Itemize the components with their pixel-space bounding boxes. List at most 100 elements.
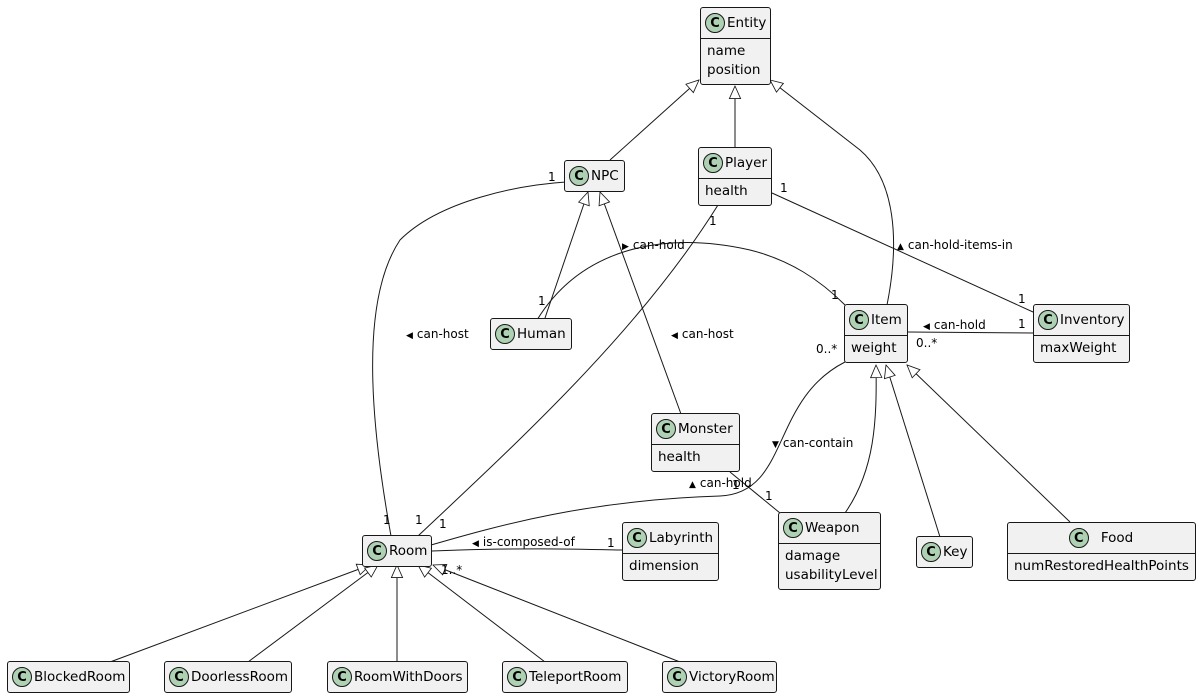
assoc-inventory-item [907, 331, 1034, 334]
assoc-label-labyrinth-room: ◀is-composed-of [472, 535, 575, 549]
class-name: Room [389, 543, 428, 559]
attribute: maxWeight [1040, 340, 1117, 356]
class-icon: C [667, 667, 687, 687]
class-icon: C [495, 324, 515, 344]
assoc-room-player [417, 204, 719, 537]
assoc-room-item [430, 361, 846, 546]
assoc-label-room-player: ◀can-host [671, 327, 734, 341]
mult-player-room: 1 [709, 214, 717, 228]
assoc-player-inventory [771, 192, 1034, 313]
assoc-human-item [536, 242, 846, 321]
mult-room-labyrinth: 1..* [441, 563, 463, 577]
class-name: Weapon [805, 520, 860, 536]
class-icon: C [332, 667, 352, 687]
class-name: Labyrinth [649, 530, 714, 546]
mult-inventory-item: 1 [1018, 317, 1026, 331]
mult-item-human: 1 [831, 288, 839, 302]
direction-arrow-icon: ▶ [622, 242, 629, 252]
class-icon: C [627, 528, 647, 548]
direction-arrow-icon: ▲ [689, 480, 696, 490]
direction-arrow-icon: ▲ [897, 242, 904, 252]
attribute: health [705, 183, 748, 199]
gen-food-item [907, 365, 1071, 523]
gen-weapon-item [844, 365, 876, 514]
direction-arrow-icon: ▼ [772, 440, 779, 450]
class-name: TeleportRoom [529, 669, 622, 685]
gen-doorlessroom-room [247, 565, 378, 663]
class-icon: C [703, 153, 723, 173]
class-icon: C [921, 542, 941, 562]
direction-arrow-icon: ◀ [406, 331, 413, 341]
mult-room-player: 1 [415, 513, 423, 527]
class-icon: C [783, 518, 803, 538]
gen-item-entity [770, 80, 894, 306]
assoc-label-monster-weapon: ▲can-hold [689, 476, 752, 490]
attribute: numRestoredHealthPoints [1014, 558, 1189, 574]
mult-room-npc: 1 [383, 513, 391, 527]
mult-weapon-monster: 1 [765, 489, 773, 503]
class-name: Monster [678, 421, 733, 437]
class-name: Item [871, 312, 902, 328]
class-icon: C [367, 541, 387, 561]
class-name: DoorlessRoom [191, 669, 289, 685]
class-icon: C [849, 310, 869, 330]
mult-item-inventory: 0..* [916, 336, 938, 350]
mult-player-inventory: 1 [780, 181, 788, 195]
class-icon: C [1038, 310, 1058, 330]
class-name: BlockedRoom [34, 669, 126, 685]
assoc-monster-weapon [729, 471, 781, 514]
assoc-room-npc [372, 181, 567, 537]
class-icon: C [169, 667, 189, 687]
mult-monster-weapon: 1 [732, 478, 740, 492]
attribute: weight [851, 340, 897, 356]
class-icon: C [1068, 528, 1089, 548]
attribute: health [658, 449, 701, 465]
mult-labyrinth-room: 1 [607, 536, 615, 550]
mult-human-item: 1 [538, 294, 546, 308]
assoc-label-inventory-item: ◀can-hold [923, 318, 986, 332]
class-icon: C [507, 667, 527, 687]
attribute: damage [785, 548, 841, 564]
gen-teleportroom-room [418, 565, 546, 663]
class-name: Inventory [1060, 312, 1125, 328]
mult-npc-room: 1 [548, 170, 556, 184]
gen-key-item [886, 365, 941, 538]
class-name: Human [517, 326, 566, 342]
gen-blockedroom-room [109, 565, 370, 663]
assoc-label-room-item: ▼can-contain [772, 436, 854, 450]
direction-arrow-icon: ◀ [671, 331, 678, 341]
attribute: dimension [629, 558, 699, 574]
class-name: RoomWithDoors [354, 669, 463, 685]
class-icon: C [705, 13, 725, 33]
attribute: usabilityLevel [785, 567, 878, 583]
assoc-label-room-npc: ◀can-host [406, 327, 469, 341]
attribute: name [707, 43, 746, 59]
gen-human-npc [544, 192, 588, 319]
attribute: position [707, 62, 761, 78]
mult-item-room: 0..* [816, 342, 838, 356]
gen-victoryroom-room [433, 565, 681, 663]
class-icon: C [656, 419, 676, 439]
class-name: VictoryRoom [689, 669, 775, 685]
direction-arrow-icon: ◀ [472, 539, 479, 549]
class-name: Entity [727, 15, 767, 31]
direction-arrow-icon: ◀ [923, 322, 930, 332]
mult-inventory-player: 1 [1018, 292, 1026, 306]
